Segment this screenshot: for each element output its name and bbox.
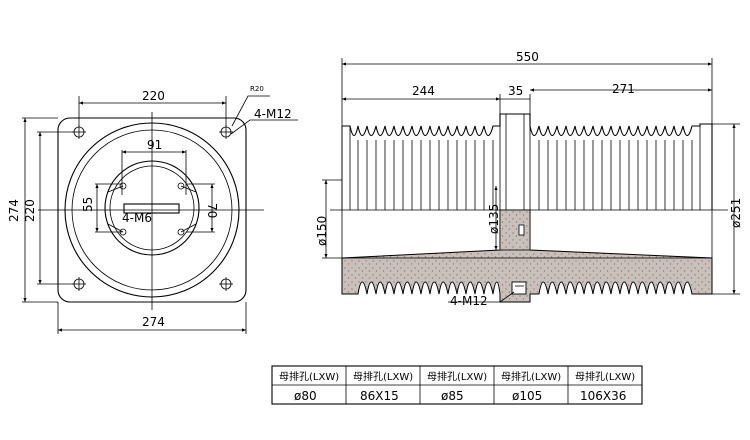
table-header-1: 母排孔(LXW) xyxy=(279,370,339,383)
table-value-1: ø80 xyxy=(294,389,317,403)
busbar-table: 母排孔(LXW) 母排孔(LXW) 母排孔(LXW) 母排孔(LXW) 母排孔(… xyxy=(271,365,643,405)
dim-bottom-width: 274 xyxy=(142,315,165,329)
dim-dia-135: ø135 xyxy=(487,204,501,234)
table-value-2: 86X15 xyxy=(360,389,399,403)
front-view: 91 55 70 4-M6 220 R20 4-M12 274 220 xyxy=(7,85,298,334)
busbar-hub xyxy=(104,160,200,256)
table-header-3: 母排孔(LXW) xyxy=(427,370,487,383)
dim-left-inner: 220 xyxy=(23,199,37,222)
bolt-insert xyxy=(511,281,527,295)
dim-total-length: 550 xyxy=(516,50,539,64)
dim-mid-flange: 35 xyxy=(508,84,523,98)
busbar-slot xyxy=(123,203,180,214)
dim-slot-left: 55 xyxy=(81,197,95,212)
dim-slot-width: 91 xyxy=(147,138,162,152)
dim-left-section: 244 xyxy=(412,84,435,98)
dim-top-width: 220 xyxy=(142,89,165,103)
table-header-5: 母排孔(LXW) xyxy=(575,370,635,383)
side-view: 550 244 35 271 ø150 ø135 ø251 4-M12 xyxy=(315,50,743,308)
dim-bolt-label: 4-M12 xyxy=(254,107,292,121)
table-value-4: ø105 xyxy=(512,389,542,403)
table-header-4: 母排孔(LXW) xyxy=(501,370,561,383)
table-header-2: 母排孔(LXW) xyxy=(353,370,413,383)
lower-section xyxy=(341,209,713,303)
dim-inner-bolts: 4-M6 xyxy=(122,211,152,225)
dim-left-outer: 274 xyxy=(7,199,21,222)
table-value-5: 106X36 xyxy=(580,389,626,403)
dim-right-section: 271 xyxy=(612,82,635,96)
table-value-3: ø85 xyxy=(441,389,464,403)
dim-dia-150: ø150 xyxy=(315,216,329,246)
dim-dia-251: ø251 xyxy=(729,198,743,228)
dim-radius: R20 xyxy=(250,85,264,93)
inner-bolt xyxy=(518,224,525,236)
upper-sheds xyxy=(341,113,713,210)
dim-slot-right: 70 xyxy=(205,203,219,218)
dim-side-bolt-label: 4-M12 xyxy=(450,294,488,308)
